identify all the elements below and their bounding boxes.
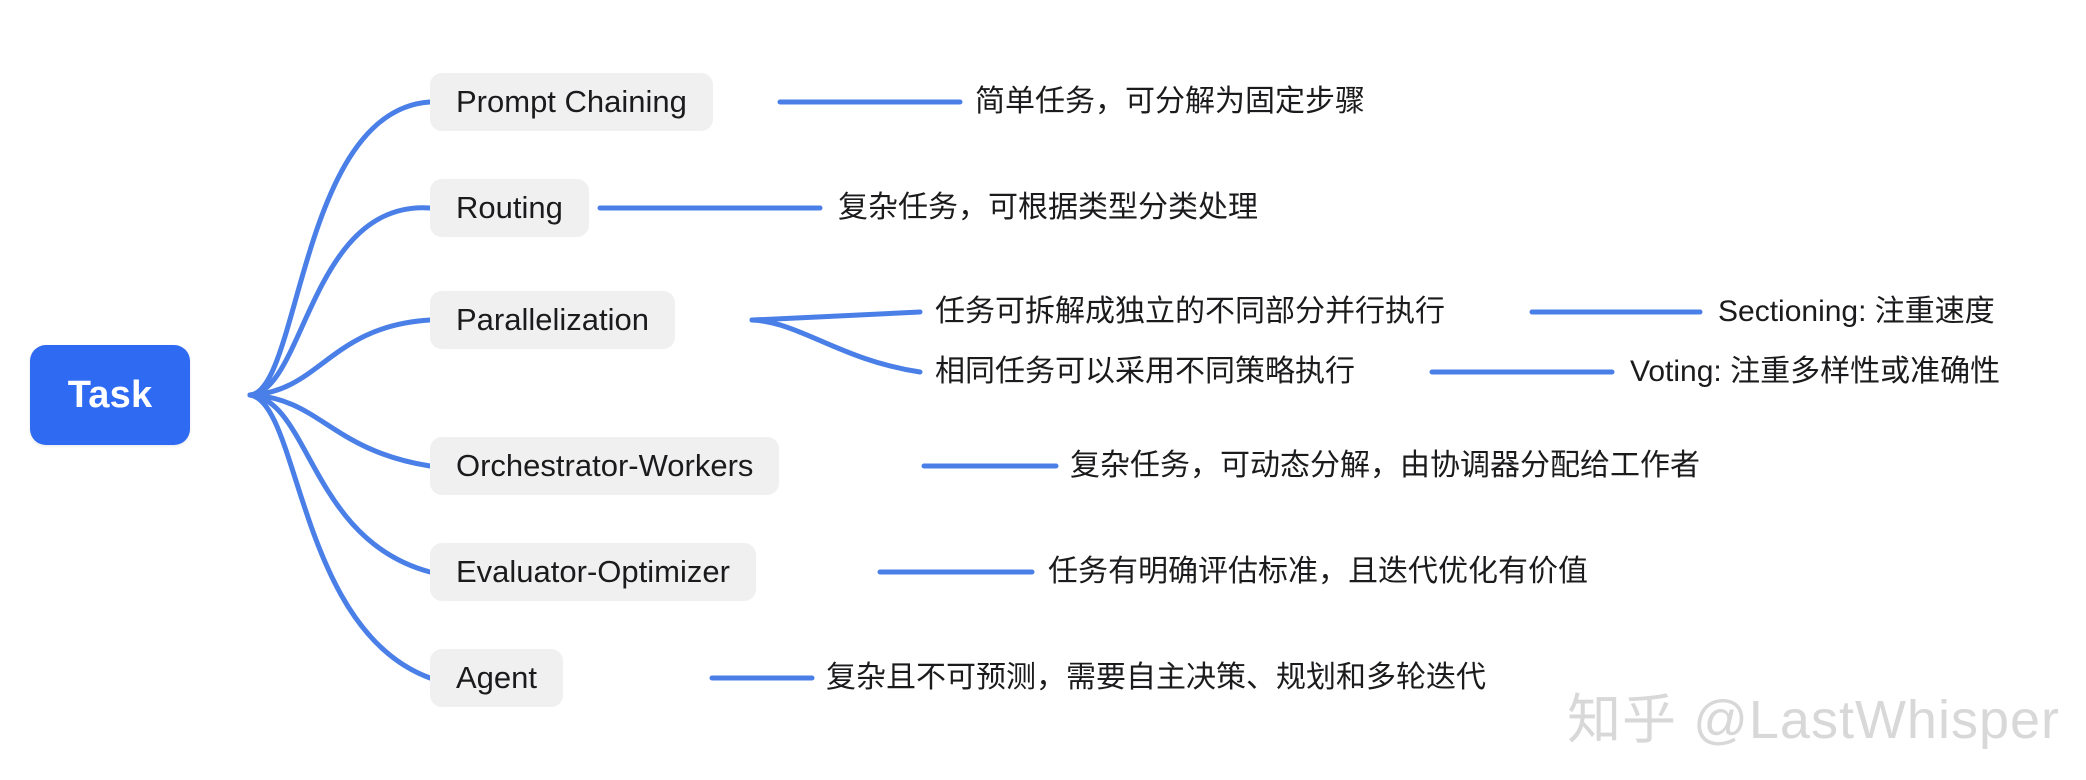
node-agent[interactable]: Agent <box>430 649 564 707</box>
description-parallelization-sectioning: 任务可拆解成独立的不同部分并行执行 <box>935 295 1445 328</box>
edge-root-to-agent <box>247 392 433 681</box>
node-agent-label: Agent <box>456 660 538 695</box>
node-evaluator-optimizer-label: Evaluator-Optimizer <box>456 554 730 589</box>
edge-root-to-orchestrator <box>247 392 433 469</box>
root-node-task[interactable]: Task <box>30 345 190 445</box>
edge-root-to-parallelization <box>247 317 433 398</box>
watermark: 知乎 @LastWhisper <box>1567 690 2060 750</box>
description-routing: 复杂任务，可根据类型分类处理 <box>838 191 1258 224</box>
node-prompt-chaining[interactable]: Prompt Chaining <box>430 73 713 131</box>
description-orchestrator-workers: 复杂任务，可动态分解，由协调器分配给工作者 <box>1070 449 1700 482</box>
leaf-label-sectioning: Sectioning: 注重速度 <box>1718 295 1995 328</box>
edge-root-to-routing <box>247 205 433 398</box>
node-prompt-chaining-label: Prompt Chaining <box>456 84 687 119</box>
node-evaluator-optimizer[interactable]: Evaluator-Optimizer <box>430 543 756 601</box>
node-parallelization-label: Parallelization <box>456 302 649 337</box>
node-orchestrator-workers[interactable]: Orchestrator-Workers <box>430 437 780 495</box>
edge-root-to-prompt-chaining <box>247 99 433 398</box>
node-routing-label: Routing <box>456 190 563 225</box>
node-parallelization[interactable]: Parallelization <box>430 291 675 349</box>
description-prompt-chaining: 简单任务，可分解为固定步骤 <box>975 85 1365 118</box>
edge-root-to-evaluator <box>247 392 433 575</box>
description-evaluator-optimizer: 任务有明确评估标准，且迭代优化有价值 <box>1048 555 1588 588</box>
leaf-label-voting: Voting: 注重多样性或准确性 <box>1630 355 2001 388</box>
root-node-label: Task <box>67 373 153 416</box>
node-orchestrator-workers-label: Orchestrator-Workers <box>456 448 754 483</box>
description-agent: 复杂且不可预测，需要自主决策、规划和多轮迭代 <box>826 661 1486 694</box>
edge-parallelization-to-sectioning <box>749 309 923 323</box>
description-parallelization-voting: 相同任务可以采用不同策略执行 <box>935 355 1355 388</box>
edge-parallelization-to-voting <box>749 317 923 375</box>
node-routing[interactable]: Routing <box>430 179 589 237</box>
